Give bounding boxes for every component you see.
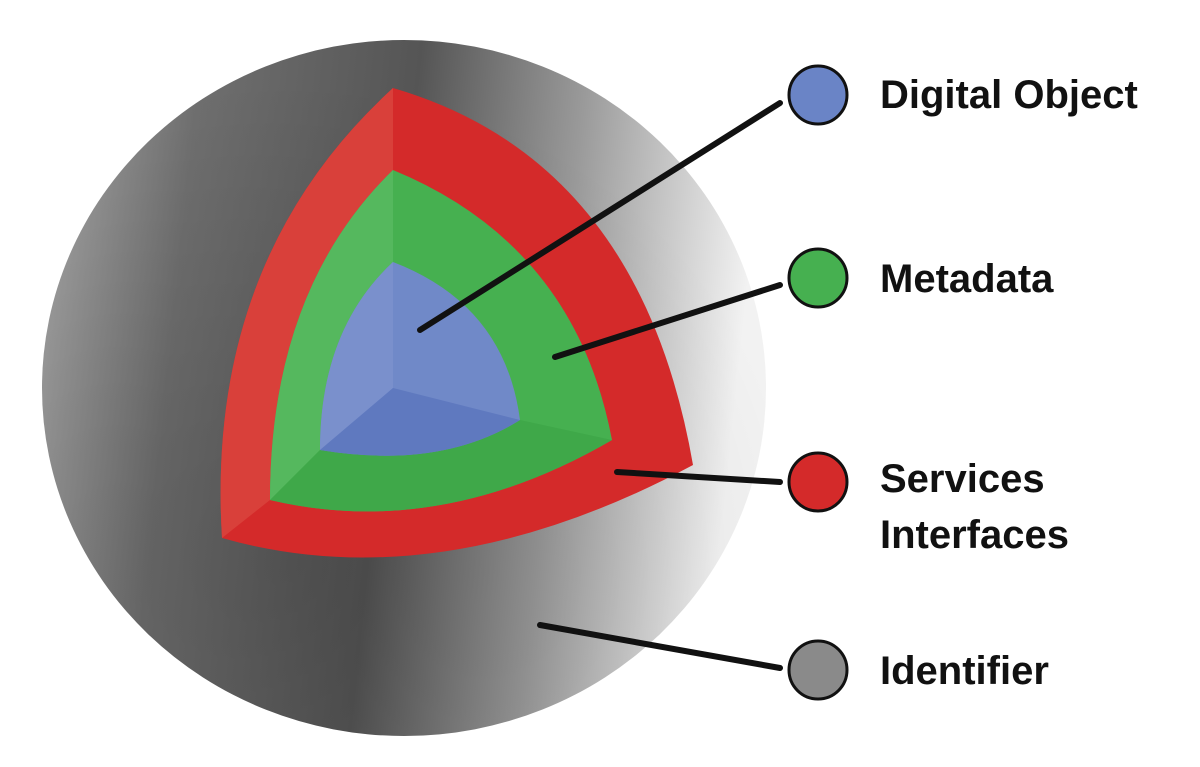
leader-line-identifier: [537, 622, 783, 671]
legend: Digital Object Metadata Services Interfa…: [787, 64, 1138, 701]
legend-marker-metadata: [787, 247, 849, 309]
leader-line-services-interfaces: [614, 469, 783, 485]
label-metadata: Metadata: [880, 257, 1054, 301]
leader-line-metadata: [552, 282, 783, 360]
legend-marker-digital-object: [787, 64, 849, 126]
digital-object-layer: [320, 262, 520, 456]
label-services-interfaces: Services Interfaces: [880, 457, 1069, 557]
label-identifier: Identifier: [880, 649, 1049, 693]
leader-line-digital-object: [417, 100, 783, 333]
legend-marker-identifier: [787, 639, 849, 701]
legend-marker-services-interfaces: [787, 451, 849, 513]
leader-lines: [417, 100, 783, 671]
label-digital-object: Digital Object: [880, 73, 1138, 117]
